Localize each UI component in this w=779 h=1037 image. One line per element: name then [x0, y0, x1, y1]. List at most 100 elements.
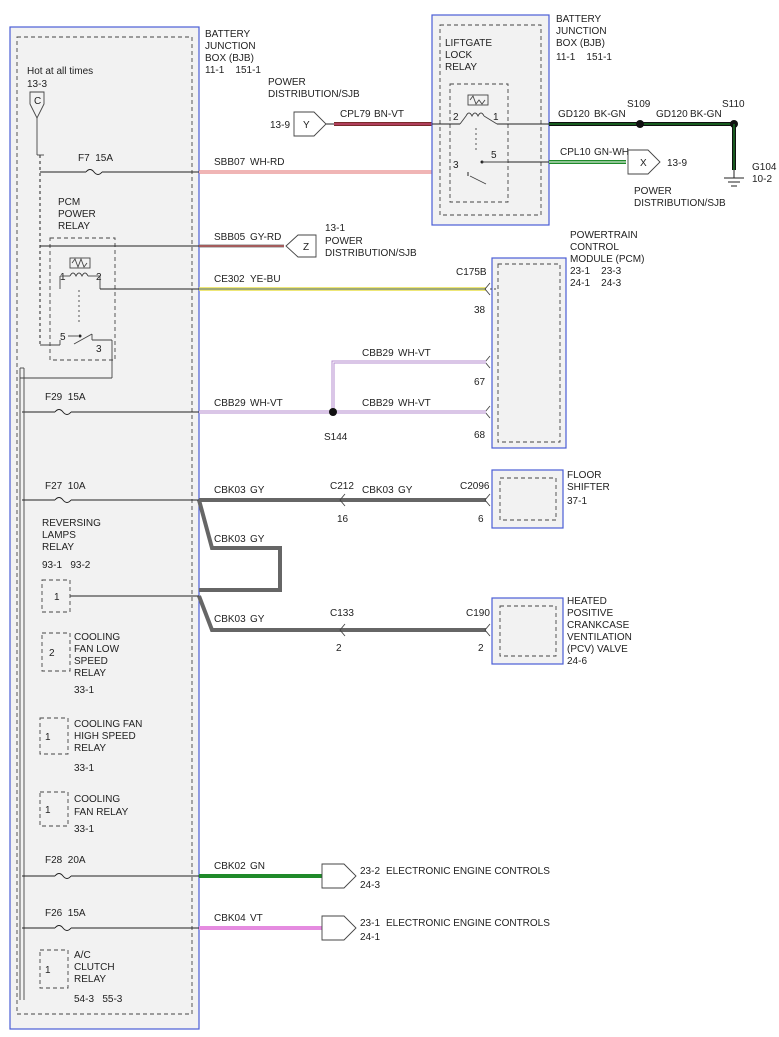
ac-relay-pin: 1: [45, 965, 51, 976]
pcm-title-1: POWERTRAIN: [570, 230, 638, 241]
bjb-ref: 11-1 151-1: [205, 65, 261, 76]
connector-c133: C133: [330, 608, 354, 619]
pcm-relay-pin2: 2: [96, 272, 102, 283]
floor-shifter-connector: C2096: [460, 481, 490, 492]
wire-cpl10-circuit: CPL10 GN-WH X 13-9 POWER DISTRIBUTION/SJ…: [549, 147, 726, 209]
bjb2-ref: 11-1 151-1: [556, 52, 612, 63]
pcv-title-4: VENTILATION: [567, 632, 632, 643]
liftgate-lock-relay: LIFTGATE LOCK RELAY 2 1 3 5 BATTERY JUNC…: [431, 14, 612, 226]
fuse-f26-icon: [54, 925, 72, 931]
wire-cbk02-label: CBK02: [214, 861, 246, 872]
cooling-high-label-3: RELAY: [74, 743, 106, 754]
floor-shifter-pin: 6: [478, 514, 484, 525]
pcm-pin-67: 67: [474, 377, 486, 388]
liftgate-pin5: 5: [491, 150, 497, 161]
liftgate-label-1: LIFTGATE: [445, 38, 492, 49]
wire-cbb29-c-label: CBB29: [362, 398, 394, 409]
pcm-relay-pin3: 3: [96, 344, 102, 355]
reversing-relay-label-3: RELAY: [42, 542, 74, 553]
fuse-f29-label: F29 15A: [45, 392, 86, 403]
wire-sbb05-label: SBB05: [214, 232, 246, 243]
fuse-f27-label: F27 10A: [45, 481, 86, 492]
liftgate-label-3: RELAY: [445, 62, 477, 73]
floor-shifter: FLOOR SHIFTER 37-1: [491, 469, 610, 529]
connector-c133-pin: 2: [336, 643, 342, 654]
wire-cbk03-b-color: GY: [398, 485, 413, 496]
cooling-high-label-1: COOLING FAN: [74, 719, 142, 730]
bjb2-title-1: BATTERY: [556, 14, 602, 25]
wire-cpl79-color: BN-VT: [374, 109, 404, 120]
cooling-high-pin: 1: [45, 732, 51, 743]
pcm-title-5: 24-1 24-3: [570, 278, 622, 289]
wire-ce302-color: YE-BU: [250, 274, 281, 285]
wire-gd120-a-color: BK-GN: [594, 109, 626, 120]
wire-ce302-circuit: CE302 YE-BU: [100, 274, 486, 291]
ground-ref: 10-2: [752, 174, 772, 185]
power-dist-y: POWER DISTRIBUTION/SJB 13-9 Y CPL79 BN-V…: [268, 77, 432, 137]
ac-relay-label-2: CLUTCH: [74, 962, 115, 973]
power-dist-z-ref: 13-1: [325, 223, 345, 234]
reversing-relay-pin: 1: [54, 592, 60, 603]
splice-s144-label: S144: [324, 432, 348, 443]
wire-cbb29-b-label: CBB29: [362, 348, 394, 359]
bjb-title-line2: JUNCTION: [205, 41, 256, 52]
splice-s144: [329, 408, 337, 416]
wire-cbk03-b-label: CBK03: [362, 485, 394, 496]
floor-shifter-title-1: FLOOR: [567, 470, 601, 481]
wire-cbk04-color: VT: [250, 913, 263, 924]
eec2-ref1: 23-1: [360, 918, 380, 929]
connector-c212-pin: 16: [337, 514, 349, 525]
power-dist-y-title-1: POWER: [268, 77, 306, 88]
splice-s109-label: S109: [627, 99, 651, 110]
reversing-relay-label-1: REVERSING: [42, 518, 101, 529]
cooling-low-label-5: 33-1: [74, 685, 94, 696]
wire-ce302-label: CE302: [214, 274, 245, 285]
cooling-fan-high-relay: 1 COOLING FAN HIGH SPEED RELAY 33-1: [39, 717, 142, 774]
hot-connector-letter: C: [34, 96, 41, 107]
power-dist-z-connector: [285, 234, 317, 258]
pcm-relay-pin5: 5: [60, 332, 66, 343]
power-dist-z-title-1: POWER: [325, 236, 363, 247]
power-dist-y-title-2: DISTRIBUTION/SJB: [268, 89, 360, 100]
cooling-relay-pin: 1: [45, 805, 51, 816]
hot-label: Hot at all times: [27, 66, 93, 77]
eec2-label: ELECTRONIC ENGINE CONTROLS: [386, 918, 550, 929]
floor-shifter-title-2: SHIFTER: [567, 482, 610, 493]
pcm-relay-label-2: POWER: [58, 209, 96, 220]
ac-relay-label-4: 54-3 55-3: [74, 994, 123, 1005]
liftgate-label-2: LOCK: [445, 50, 473, 61]
power-dist-y-connector: [293, 111, 327, 137]
floor-shifter-title-3: 37-1: [567, 496, 587, 507]
fuse-f27-icon: [54, 497, 72, 503]
wire-cbk03-c-color: GY: [250, 534, 265, 545]
reversing-relay-label-2: LAMPS: [42, 530, 76, 541]
fuse-f29-icon: [54, 409, 72, 415]
eec1-connector: [321, 863, 357, 889]
pcm-relay-label-3: RELAY: [58, 221, 90, 232]
reversing-lamps-relay: REVERSING LAMPS RELAY 93-1 93-2 1: [41, 518, 101, 613]
pcm-connector: C175B: [456, 267, 487, 278]
pcv-valve: HEATED POSITIVE CRANKCASE VENTILATION (P…: [491, 596, 632, 667]
connector-c212: C212: [330, 481, 354, 492]
liftgate-pin1: 1: [493, 112, 499, 123]
pcv-pin: 2: [478, 643, 484, 654]
eec1-ref1: 23-2: [360, 866, 380, 877]
splice-s109: [636, 120, 644, 128]
fuse-f7-icon: [85, 169, 103, 175]
cooling-relay-label-1: COOLING: [74, 794, 120, 805]
pcm-title-2: CONTROL: [570, 242, 619, 253]
bjb-title-line1: BATTERY: [205, 29, 251, 40]
power-dist-z-letter: Z: [303, 242, 309, 253]
eec1-ref2: 24-3: [360, 880, 380, 891]
wire-cbk03-d-label: CBK03: [214, 614, 246, 625]
bjb2-title-3: BOX (BJB): [556, 38, 605, 49]
pcm-title-3: MODULE (PCM): [570, 254, 644, 265]
cooling-relay-label-3: 33-1: [74, 824, 94, 835]
wire-cbb29-a-color: WH-VT: [250, 398, 283, 409]
cooling-low-pin: 2: [49, 648, 55, 659]
battery-junction-box: BATTERY JUNCTION BOX (BJB) 11-1 151-1: [9, 26, 261, 1030]
wire-cbk04-circuit: F26 15A CBK04 VT 23-1 24-1 ELECTRONIC EN…: [22, 908, 550, 943]
pcm-title-4: 23-1 23-3: [570, 266, 622, 277]
wire-cbk02-circuit: F28 20A CBK02 GN 23-2 24-3 ELECTRONIC EN…: [22, 855, 550, 891]
